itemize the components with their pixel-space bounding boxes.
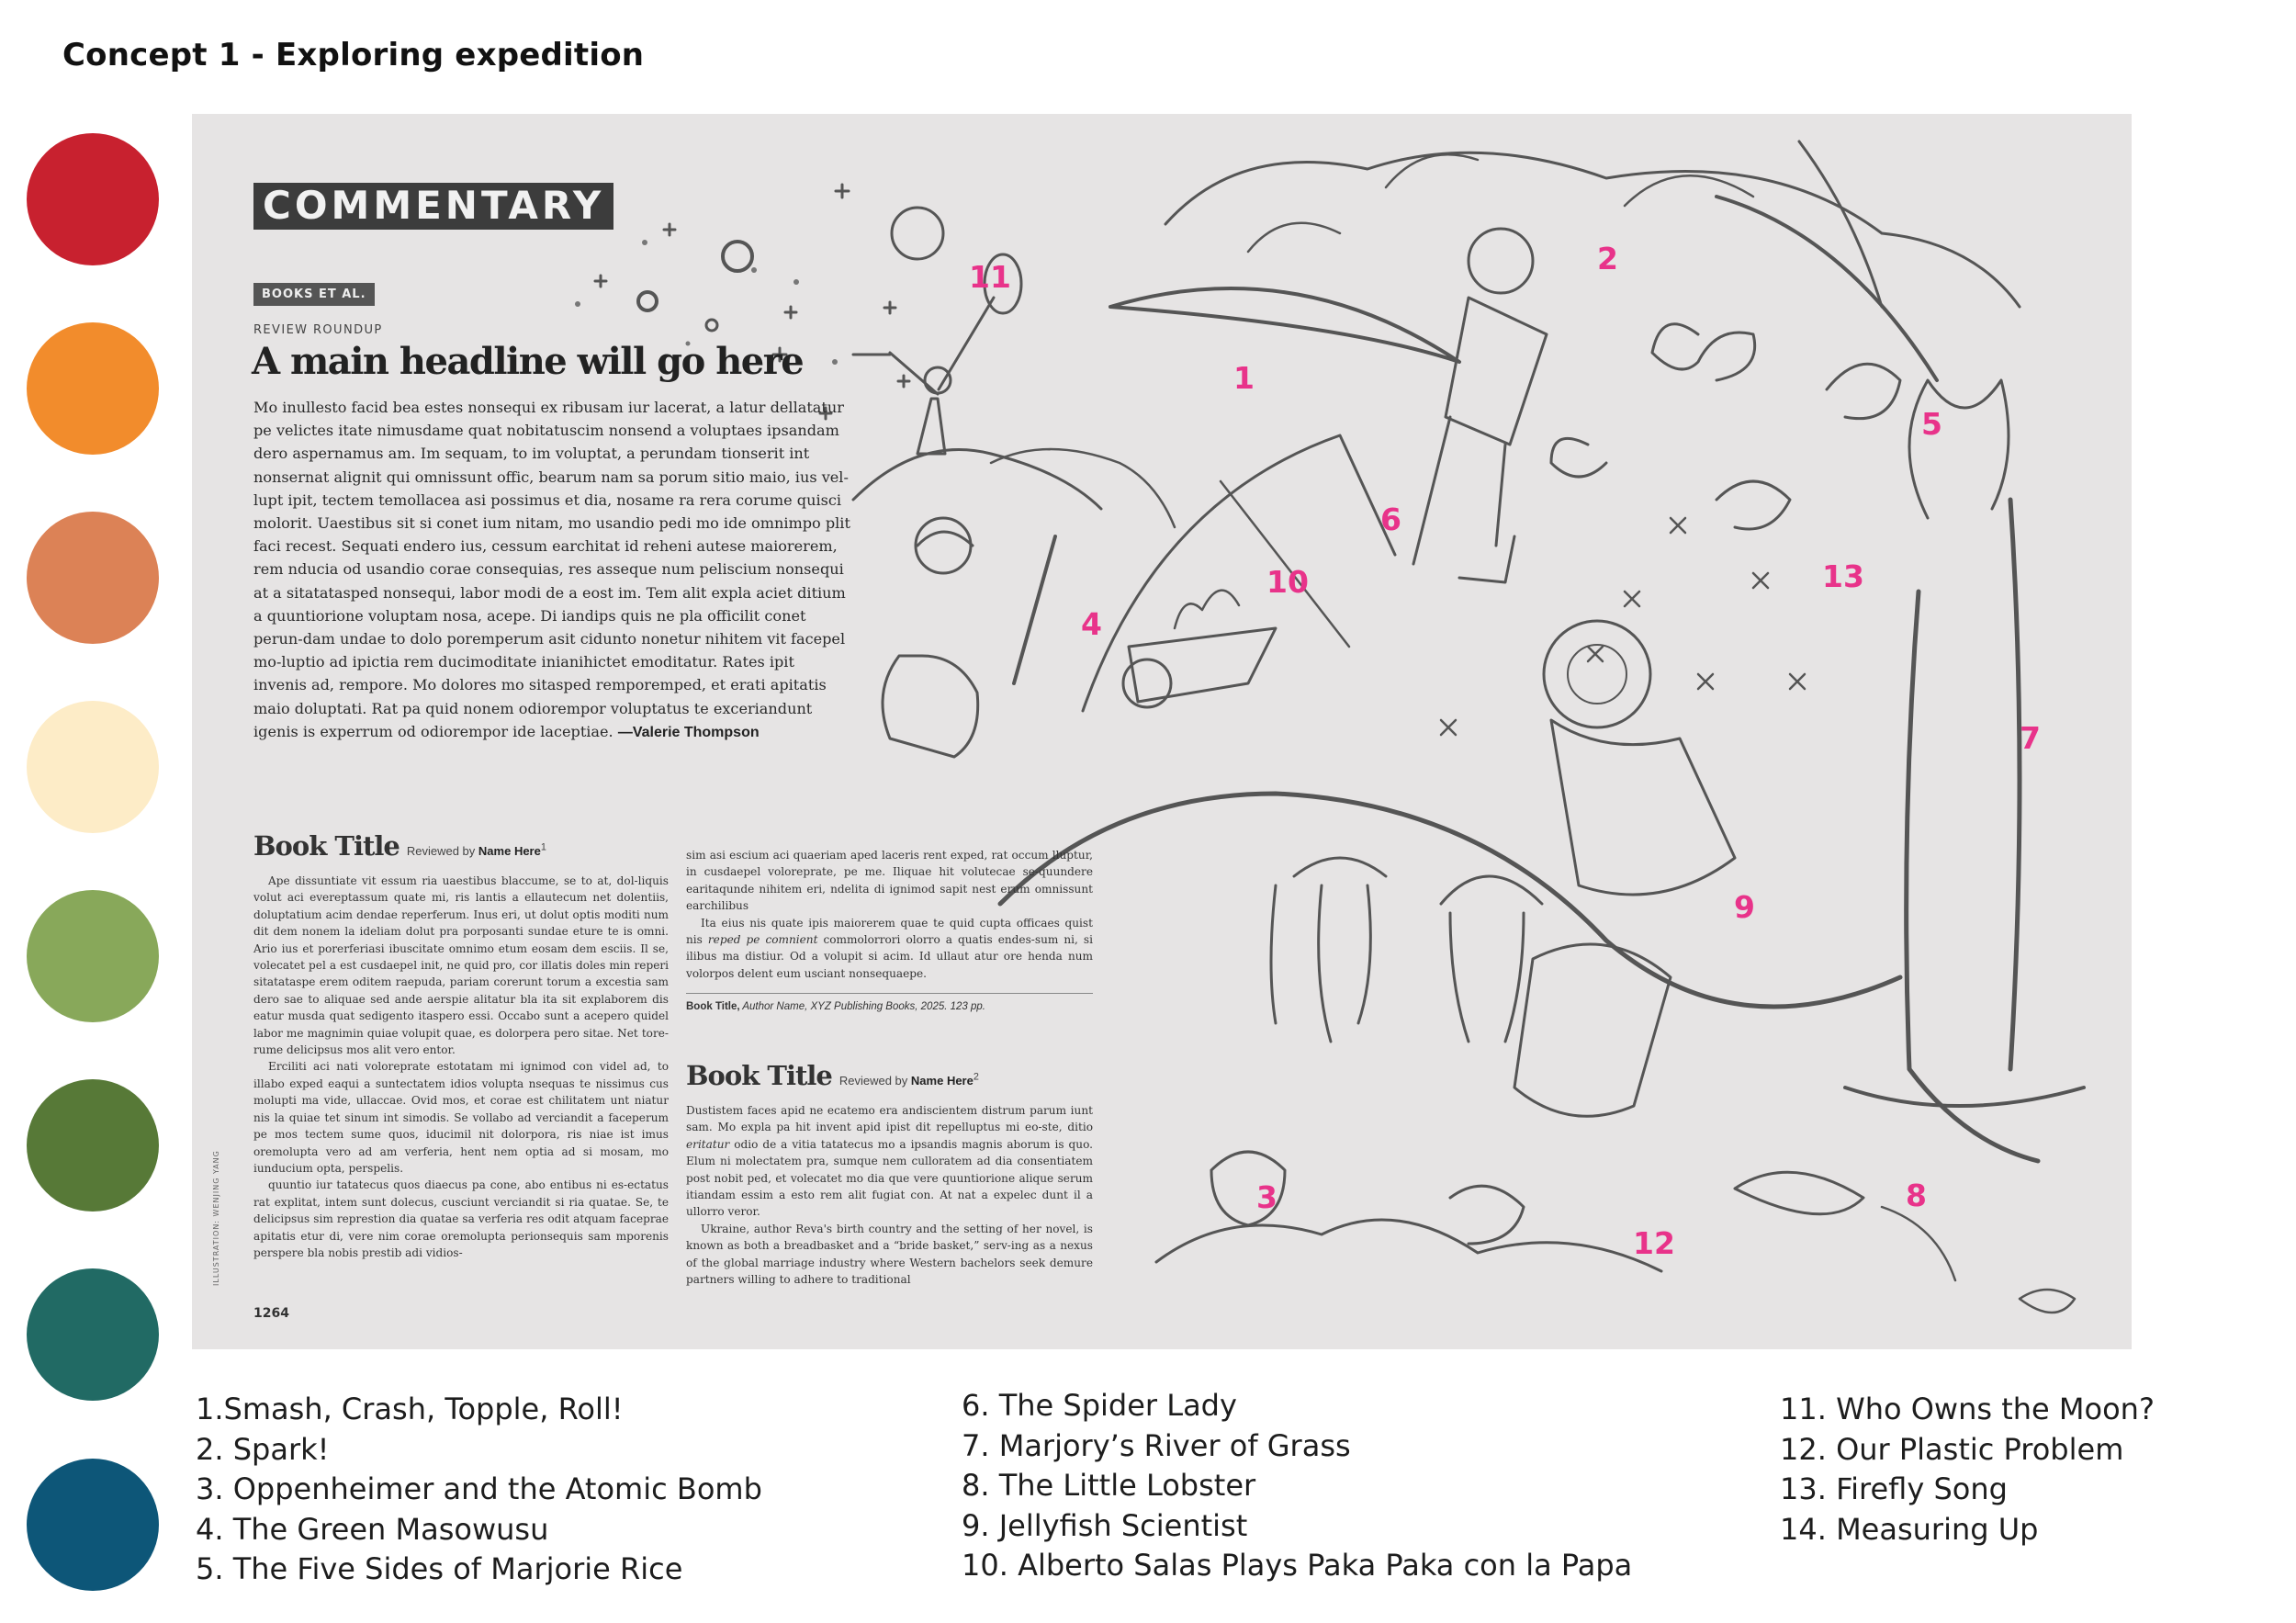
- book-list-item: 12. Our Plastic Problem: [1780, 1431, 2124, 1467]
- book-list-item: 7. Marjory’s River of Grass: [962, 1427, 1351, 1463]
- review1-paragraph: Ape dissuntiate vit essum ria uaestibus …: [253, 874, 669, 1057]
- review1-paragraph: sim asi escium aci quaeriam aped laceris…: [686, 849, 1093, 913]
- book-list-item: 5. The Five Sides of Marjorie Rice: [196, 1551, 683, 1586]
- book-list-column-3: 11. Who Owns the Moon? 12. Our Plastic P…: [1780, 1390, 2155, 1550]
- illustration-sketch: [575, 140, 2086, 1314]
- book-list-item: 14. Measuring Up: [1780, 1511, 2039, 1547]
- citation-divider: [686, 993, 1093, 994]
- palette-swatch-light-green: [27, 890, 159, 1022]
- headline: A main headline will go here: [252, 340, 805, 383]
- review2-column: Dustistem faces apid ne ecatemo era andi…: [686, 1102, 1093, 1288]
- review1-byline: Reviewed by Name Here1: [406, 841, 546, 858]
- review2-paragraph: Ukraine, author Reva's birth country and…: [686, 1222, 1093, 1287]
- review2-paragraph: Dustistem faces apid ne ecatemo era andi…: [686, 1104, 1093, 1219]
- book-list-column-1: 1.Smash, Crash, Topple, Roll! 2. Spark! …: [196, 1390, 762, 1590]
- book-citation: Book Title, Author Name, XYZ Publishing …: [686, 1001, 986, 1012]
- marker-1: 1: [1233, 360, 1255, 396]
- page-number: 1264: [253, 1306, 289, 1321]
- magazine-spread: COMMENTARY BOOKS ET AL. REVIEW ROUNDUP A…: [192, 114, 2132, 1349]
- book-list-item: 3. Oppenheimer and the Atomic Bomb: [196, 1471, 762, 1506]
- marker-2: 2: [1597, 241, 1618, 276]
- book-list-item: 13. Firefly Song: [1780, 1471, 2008, 1506]
- section-tag: BOOKS ET AL.: [253, 283, 375, 306]
- review1-paragraph: Ita eius nis quate ipis maiorerem quae t…: [686, 916, 1093, 980]
- marker-4: 4: [1081, 606, 1102, 642]
- review1-paragraph: Erciliti aci nati voloreprate estotatam …: [253, 1060, 669, 1175]
- book-list-item: 4. The Green Masowusu: [196, 1511, 549, 1547]
- section-header: COMMENTARY: [253, 183, 614, 230]
- lede-byline: —Valerie Thompson: [617, 724, 760, 740]
- marker-8: 8: [1906, 1178, 1927, 1213]
- marker-7: 7: [2020, 720, 2041, 756]
- review2-heading: Book Title Reviewed by Name Here2: [686, 1060, 979, 1091]
- book-list-item: 1.Smash, Crash, Topple, Roll!: [196, 1392, 624, 1426]
- kicker: REVIEW ROUNDUP: [253, 323, 383, 337]
- palette-swatch-teal: [27, 1268, 159, 1401]
- palette-swatch-navy: [27, 1459, 159, 1591]
- marker-12: 12: [1633, 1225, 1675, 1261]
- marker-6: 6: [1380, 502, 1401, 537]
- book-list-item: 2. Spark!: [196, 1431, 330, 1467]
- review2-title: Book Title: [686, 1060, 833, 1091]
- palette-swatch-terracotta: [27, 512, 159, 644]
- marker-3: 3: [1256, 1179, 1277, 1215]
- book-list-item: 9. Jellyfish Scientist: [962, 1507, 1248, 1543]
- palette-swatch-orange: [27, 322, 159, 455]
- lede-text: Mo inullesto facid bea estes nonsequi ex…: [253, 399, 850, 740]
- book-list-item: 8. The Little Lobster: [962, 1468, 1256, 1503]
- review1-title: Book Title: [253, 830, 400, 862]
- book-list-item: 10. Alberto Salas Plays Paka Paka con la…: [962, 1548, 1633, 1583]
- review1-paragraph: quuntio iur tatatecus quos diaecus pa co…: [253, 1178, 669, 1259]
- palette-swatch-dark-green: [27, 1079, 159, 1212]
- moon-sketch: [890, 206, 945, 261]
- marker-11: 11: [969, 259, 1011, 295]
- book-list-item: 6. The Spider Lady: [962, 1388, 1237, 1423]
- marker-9: 9: [1734, 889, 1755, 925]
- review1-column2: sim asi escium aci quaeriam aped laceris…: [686, 847, 1093, 982]
- review1-column1: Ape dissuntiate vit essum ria uaestibus …: [253, 873, 669, 1261]
- book-list-item: 11. Who Owns the Moon?: [1780, 1392, 2155, 1426]
- lede-paragraph: Mo inullesto facid bea estes nonsequi ex…: [253, 396, 850, 744]
- marker-10: 10: [1266, 564, 1309, 600]
- palette-swatch-cream: [27, 701, 159, 833]
- review1-heading: Book Title Reviewed by Name Here1: [253, 830, 546, 862]
- marker-5: 5: [1921, 406, 1942, 442]
- review2-byline: Reviewed by Name Here2: [838, 1071, 979, 1088]
- concept-title: Concept 1 - Exploring expedition: [62, 37, 645, 73]
- marker-13: 13: [1822, 558, 1864, 594]
- palette-swatch-red: [27, 133, 159, 265]
- illustration-credit: ILLUSTRATION: WENJING YANG: [212, 1150, 220, 1286]
- book-list-column-2: 6. The Spider Lady 7. Marjory’s River of…: [962, 1386, 1632, 1586]
